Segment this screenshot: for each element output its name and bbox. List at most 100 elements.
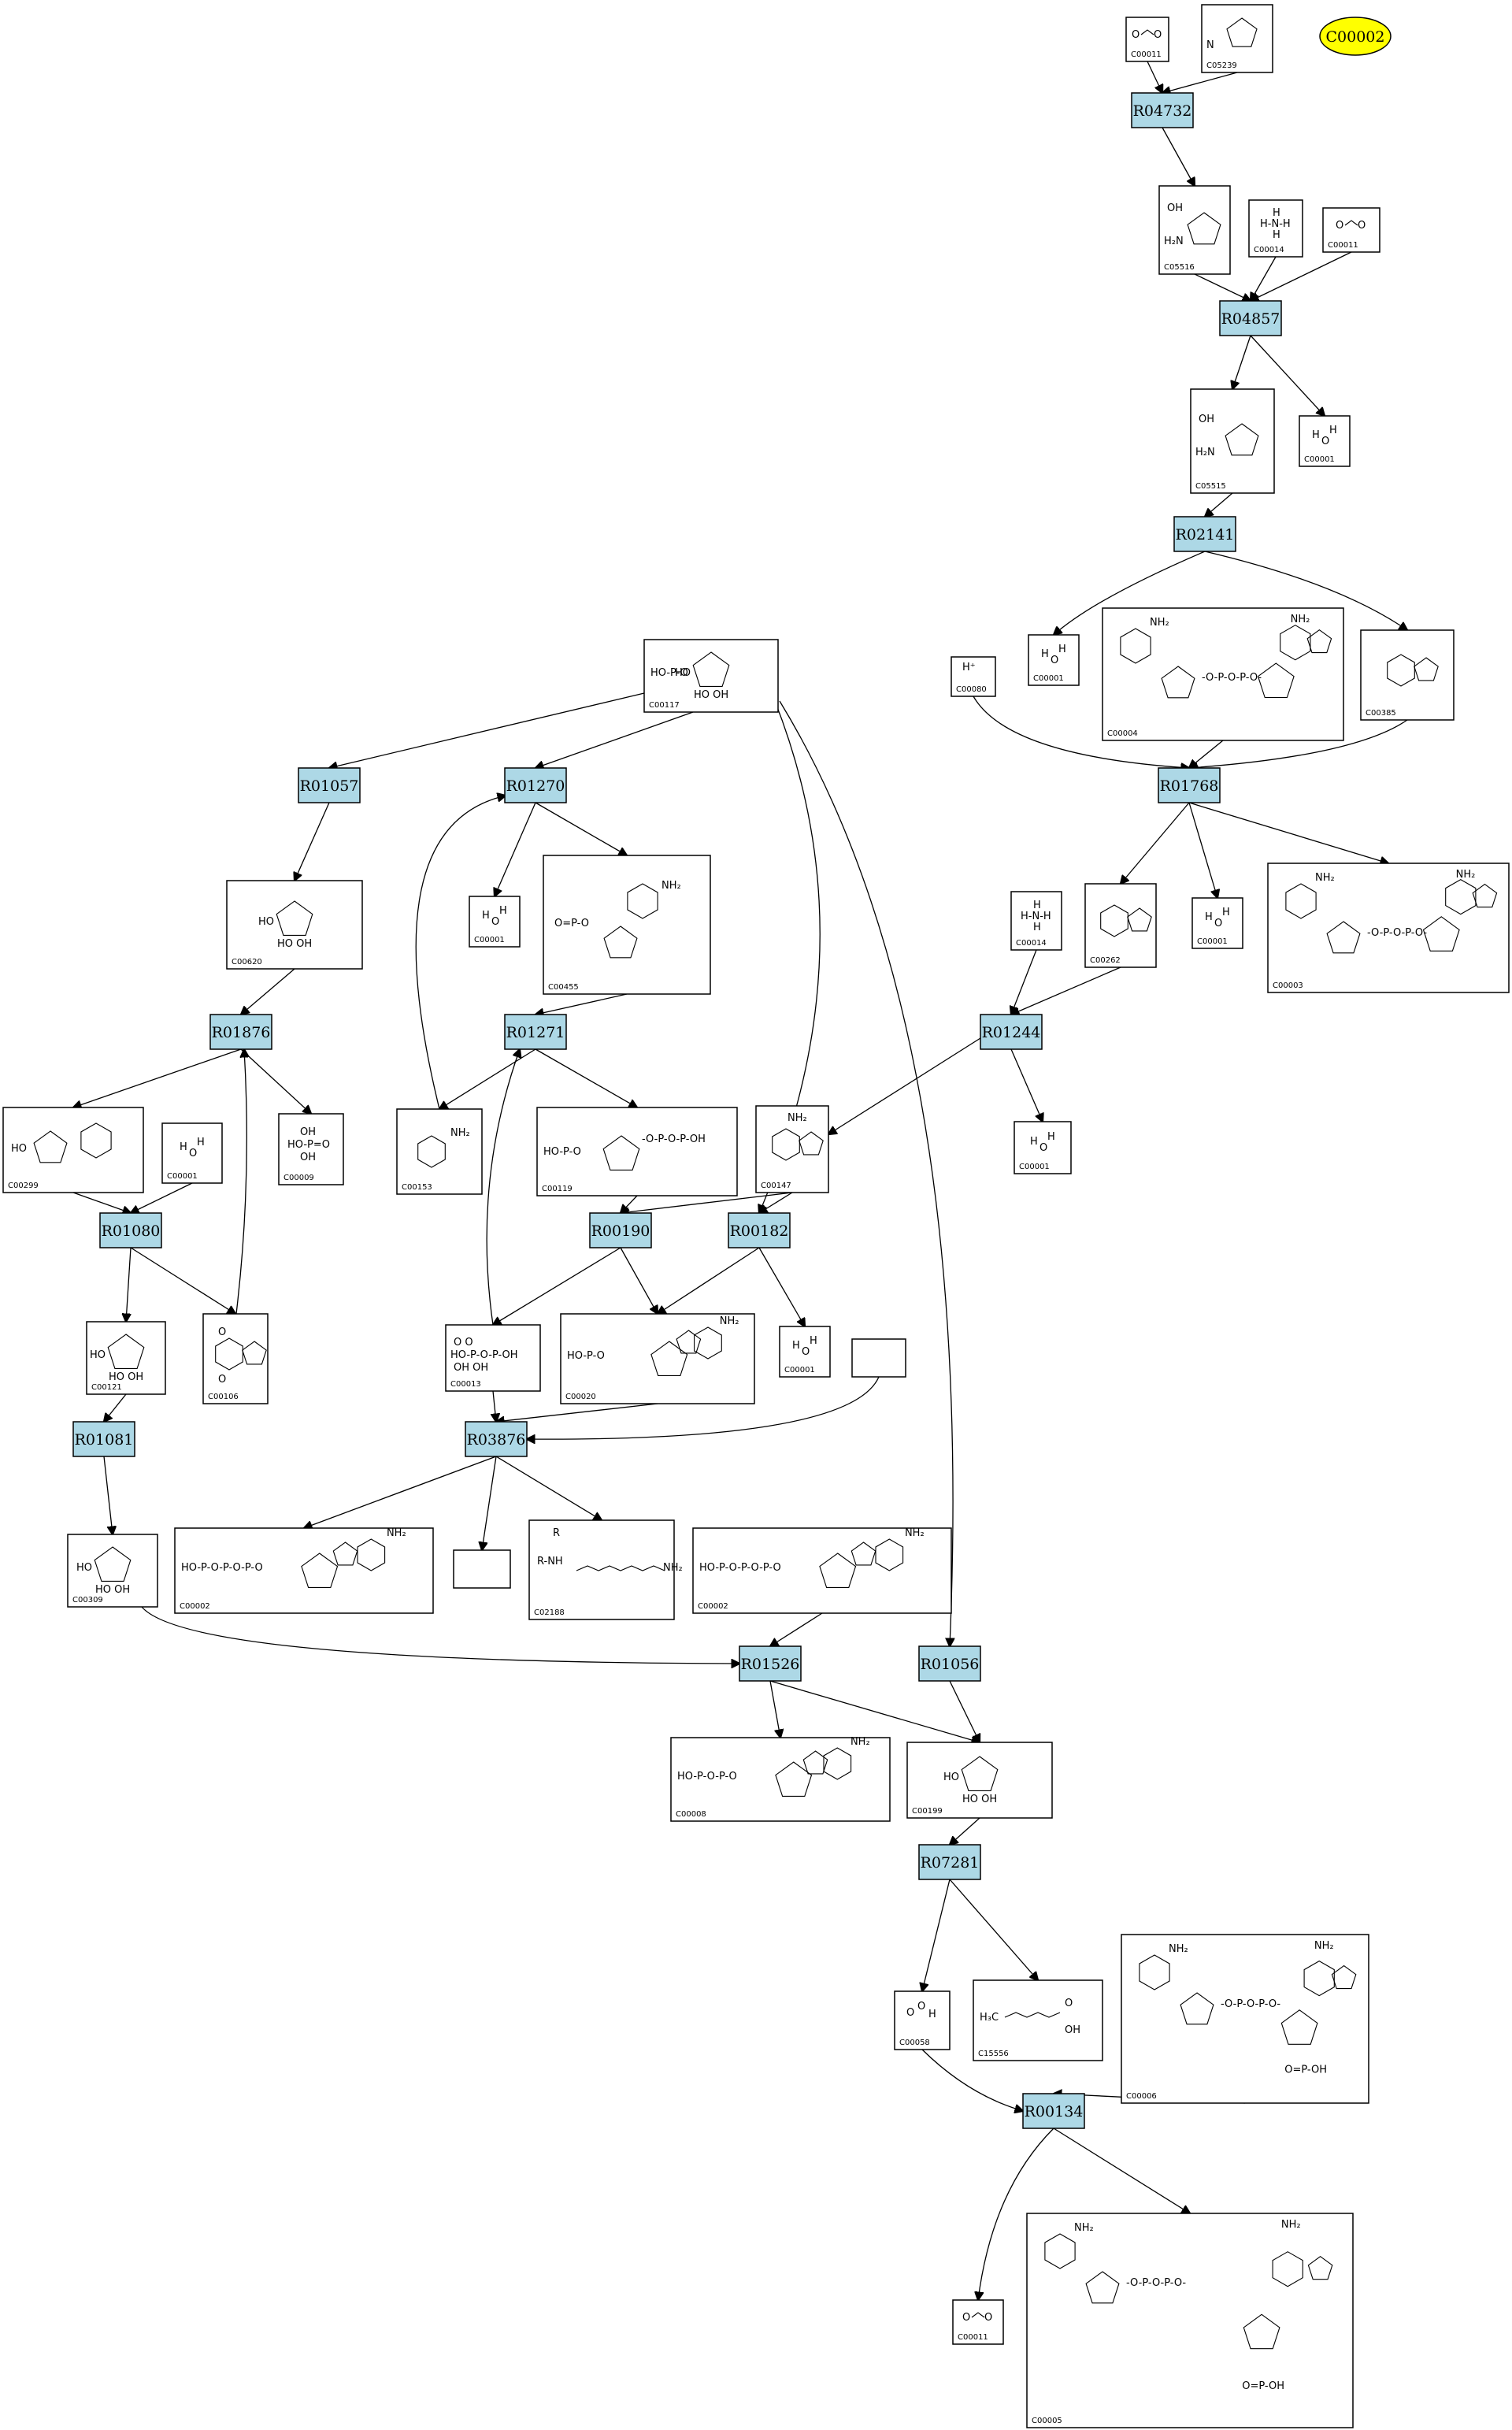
- reaction-node[interactable]: R01081: [72, 1421, 135, 1457]
- svg-text:R-NH: R-NH: [537, 1556, 563, 1567]
- reaction-edge: [126, 1247, 132, 1322]
- svg-text:H-N-H: H-N-H: [1021, 911, 1051, 922]
- reaction-node[interactable]: R01876: [209, 1014, 272, 1050]
- molecule-structure-icon: N: [1206, 17, 1258, 51]
- reaction-label: R01270: [506, 777, 565, 795]
- reaction-edge: [1011, 966, 1121, 1015]
- svg-text:O: O: [491, 916, 499, 928]
- reaction-node[interactable]: R00190: [589, 1212, 652, 1248]
- svg-text:O: O: [1358, 220, 1366, 232]
- reaction-node[interactable]: R04857: [1219, 300, 1282, 336]
- reaction-node[interactable]: R01526: [739, 1645, 802, 1682]
- reaction-node[interactable]: R01080: [99, 1212, 162, 1248]
- reaction-node[interactable]: R00134: [1022, 2093, 1085, 2129]
- reaction-node[interactable]: R00182: [728, 1212, 791, 1248]
- reaction-node[interactable]: R01244: [980, 1014, 1043, 1050]
- svg-text:NH₂: NH₂: [720, 1315, 739, 1327]
- reaction-edge: [493, 1390, 496, 1422]
- reaction-node[interactable]: R04732: [1131, 92, 1194, 128]
- reaction-edge: [759, 1192, 793, 1213]
- compound-node[interactable]: H⁺C00080: [951, 656, 996, 697]
- molecule-structure-icon: HH-N-HH: [1260, 207, 1291, 241]
- reaction-label: R00134: [1025, 2103, 1084, 2120]
- reaction-node[interactable]: R01057: [298, 767, 361, 803]
- reaction-edge: [1162, 72, 1238, 93]
- reaction-label: R01768: [1160, 777, 1219, 795]
- reaction-edge: [495, 802, 536, 896]
- reaction-node[interactable]: R02141: [1173, 516, 1236, 552]
- reaction-node[interactable]: R07281: [918, 1844, 981, 1880]
- reaction-edge: [1232, 335, 1251, 389]
- svg-text:OH: OH: [1199, 414, 1214, 425]
- svg-text:HO OH: HO OH: [109, 1371, 143, 1383]
- highlighted-compound[interactable]: C00002: [1319, 17, 1392, 56]
- reaction-label: R01081: [75, 1431, 134, 1449]
- compound-node[interactable]: C00262: [1084, 883, 1157, 968]
- empty-compound-box[interactable]: [851, 1338, 906, 1378]
- empty-compound-box[interactable]: [453, 1549, 511, 1589]
- molecule-structure-icon: NH₂: [417, 1127, 470, 1168]
- compound-node[interactable]: C00385: [1360, 629, 1455, 721]
- compound-id-label: C00262: [1090, 956, 1121, 965]
- svg-text:H: H: [1033, 900, 1041, 911]
- molecule-structure-icon: HO-P-O-O-P-O-P-OH: [543, 1133, 706, 1170]
- reaction-node[interactable]: R01271: [504, 1014, 567, 1050]
- edges-layer: [73, 61, 1407, 2300]
- svg-text:H₂N: H₂N: [1195, 447, 1215, 458]
- svg-text:H: H: [1030, 1136, 1038, 1148]
- compound-id-label: C00008: [676, 1810, 706, 1819]
- reaction-node[interactable]: R01768: [1158, 767, 1221, 803]
- svg-text:H⁺: H⁺: [962, 662, 976, 673]
- reaction-node[interactable]: R01056: [918, 1645, 981, 1682]
- svg-text:HO: HO: [675, 667, 691, 679]
- svg-text:O: O: [1065, 1998, 1073, 2009]
- svg-text:O=P-OH: O=P-OH: [1242, 2380, 1284, 2392]
- reaction-node[interactable]: R01270: [504, 767, 567, 803]
- reaction-node[interactable]: R03876: [465, 1421, 528, 1457]
